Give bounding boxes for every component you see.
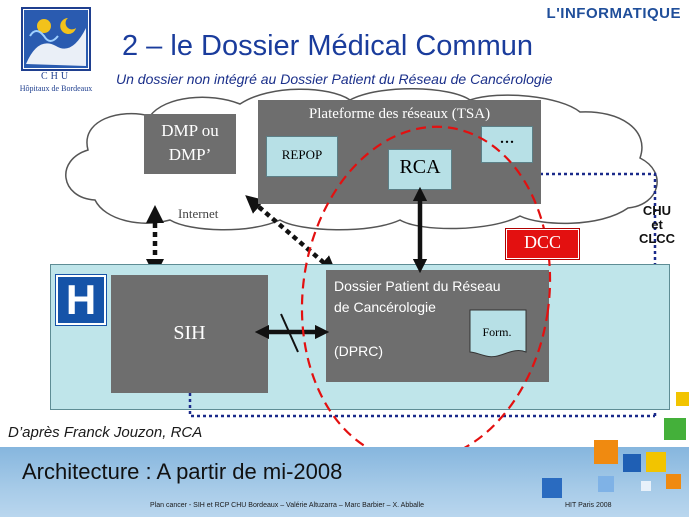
dprc-title-line2: de Cancérologie [334,299,436,315]
page-title: 2 – le Dossier Médical Commun [122,30,533,62]
dmp-label: DMP ou DMP’ [144,119,236,167]
dmp-label-line2: DMP’ [168,145,212,164]
sih-label: SIH [173,322,206,344]
other-network-label: ... [499,126,515,148]
rca-label: RCA [399,156,441,178]
author-credit: D’après Franck Jouzon, RCA [8,424,203,441]
dmp-dprc-link [245,195,337,274]
repop-label: REPOP [281,147,323,162]
dmp-label-line1: DMP ou [161,121,219,140]
dmp-box [144,114,236,174]
dcc-scope-ellipse [300,125,552,463]
footer-credits: Plan cancer - SIH et RCP CHU Bordeaux – … [150,502,425,509]
chu-logo [21,7,91,71]
internet-label: Internet [178,206,219,221]
decor-square-orange [594,440,618,464]
dprc-title: Dossier Patient du Réseau de Cancérologi… [334,276,546,318]
chu-clcc-line3: CLCC [638,231,676,246]
decor-square-yellow-top [676,392,689,406]
decor-square-yellow [646,452,666,472]
decor-square-darkblue [542,478,562,498]
hospital-icon: H [55,274,107,326]
decor-square-orange-small [666,474,681,489]
chu-clcc-label: CHU et CLCC [628,204,686,246]
decor-square-green [664,418,686,440]
footer-event: HIT Paris 2008 [565,502,612,509]
blocked-link-cross [280,313,299,353]
logo-name: CHU [40,71,72,82]
dcc-label: DCC [523,232,561,252]
form-document-icon [469,309,527,358]
logo-subtitle: Hôpitaux de Bordeaux [19,84,93,93]
platform-label: Plateforme des réseaux (TSA) [308,106,491,122]
sih-clcc-link [188,393,655,418]
section-label: L'INFORMATIQUE [546,5,681,22]
dprc-title-line1: Dossier Patient du Réseau [334,278,501,294]
chu-clcc-line1: CHU [642,203,672,218]
repop-box [266,136,338,177]
dcc-badge [505,228,580,260]
form-label: Form. [482,325,512,339]
decor-square-blue [623,454,641,472]
page-subtitle: Un dossier non intégré au Dossier Patien… [116,71,553,87]
dprc-abbreviation: (DPRC) [334,343,383,359]
decor-square-white [641,481,651,491]
decor-square-lightblue [598,476,614,492]
chu-clcc-line2: et [651,217,663,232]
sih-box [111,275,268,393]
footer-title: Architecture : A partir de mi-2008 [22,459,343,484]
footer-band [0,447,689,517]
